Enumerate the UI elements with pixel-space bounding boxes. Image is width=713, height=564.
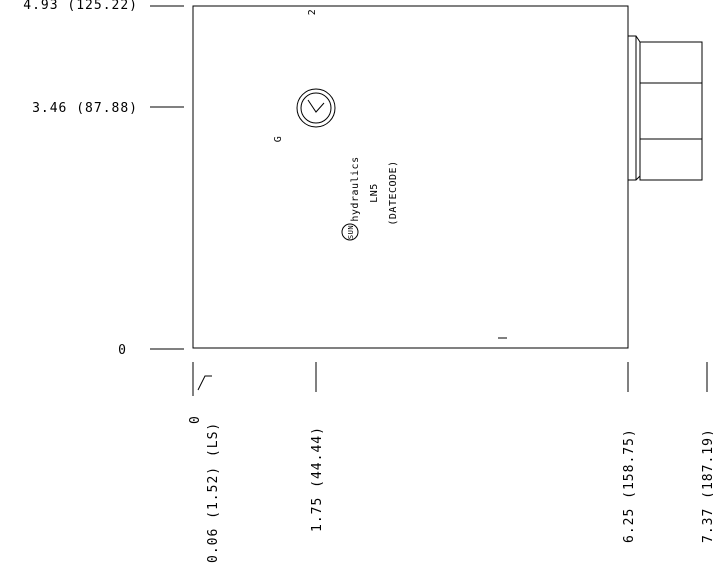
x-dim-label-7-37: 7.37 (187.19) [701, 428, 713, 543]
y-dimension-top: 4.93 (125.22) [23, 0, 184, 13]
x-dim-label-1-75: 1.75 (44.44) [310, 426, 325, 532]
brand-text: hydraulics [350, 156, 361, 221]
brand-marking: SUN hydraulics LN5 (DATECODE) [341, 156, 399, 241]
x-dim-label-0: 0 [188, 415, 203, 424]
y-dim-label-top: 4.93 (125.22) [23, 0, 138, 13]
sun-logo-text: SUN [347, 225, 355, 239]
port-g-label: G [273, 136, 284, 143]
y-dim-label-zero: 0 [118, 343, 127, 358]
fitting-collar [627, 35, 641, 181]
gauge-port-symbol [296, 88, 336, 128]
y-dim-label-mid: 3.46 (87.88) [32, 101, 138, 116]
y-dimension-mid: 3.46 (87.88) [32, 101, 184, 116]
fitting-hex-nut [639, 41, 703, 181]
x-dim-leader-ls [197, 375, 212, 391]
datecode-label: (DATECODE) [388, 160, 399, 225]
cartridge-fitting [627, 35, 703, 181]
x-dim-label-6-25: 6.25 (158.75) [622, 428, 637, 543]
port-2-label: 2 [307, 9, 318, 16]
x-dim-label-0-06: 0.06 (1.52) (LS) [206, 422, 221, 563]
sun-logo-ring [341, 223, 359, 241]
x-dimension-leaders [192, 362, 708, 396]
y-dimension-zero: 0 [118, 343, 184, 358]
gauge-port-needle [307, 99, 325, 113]
gauge-port-inner-circle [300, 92, 332, 124]
valve-block-outline [192, 5, 629, 349]
model-label: LN5 [369, 183, 380, 203]
gauge-port-outer-circle [296, 88, 336, 128]
